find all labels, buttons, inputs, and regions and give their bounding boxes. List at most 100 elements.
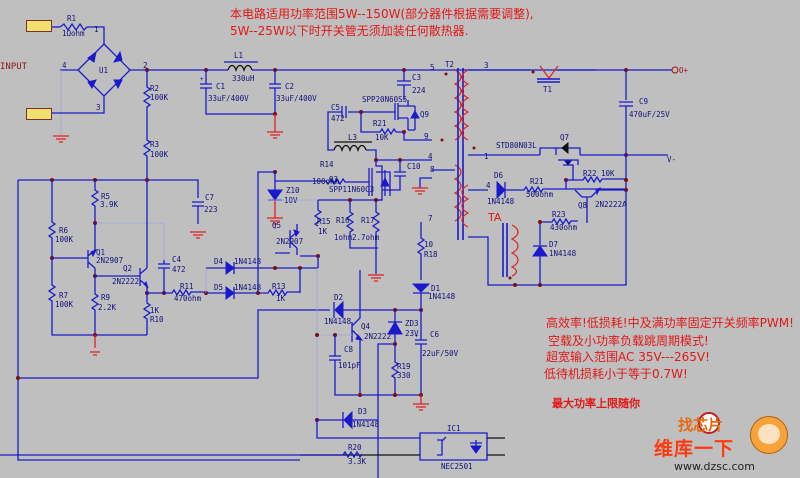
D1-part: 1N4148: [428, 292, 456, 301]
R7-ref: R7: [59, 291, 68, 300]
bridge-pin-4: 4: [62, 61, 67, 70]
R16-ref: R16: [336, 216, 350, 225]
D5-ref: D5: [214, 283, 223, 292]
Q9-ref: Q9: [420, 110, 429, 119]
pin-7: 7: [428, 214, 433, 223]
pin-5: 5: [430, 63, 435, 72]
D2-part: 1N4148: [324, 317, 352, 326]
D7-part: 1N4148: [549, 249, 577, 258]
R3-value: 100K: [150, 150, 169, 159]
D4-ref: D4: [214, 257, 224, 266]
R9-value: 2.2K: [98, 303, 117, 312]
Q7-part: STD80N03L: [496, 141, 537, 150]
R20-value: 3.3K: [348, 457, 367, 466]
svg-text:+: +: [200, 76, 204, 83]
L1-ref: L1: [234, 51, 243, 60]
high-side-switch: C3 224 SPP20N60S5 Q9 R21 10K C5 472 L3 9…: [327, 68, 433, 162]
bridge-diode-4: [113, 79, 123, 90]
Q8-ref: Q8: [578, 201, 588, 210]
ZD3-value: 23V: [405, 329, 419, 338]
L1-value: 330uH: [232, 74, 255, 83]
watermark-line1: 找芯片: [678, 416, 724, 434]
D4-part: 1N4148: [234, 257, 262, 266]
R20-ref: R20: [348, 443, 362, 452]
R15-value: 1K: [318, 227, 328, 236]
R23-ref: R23: [552, 210, 566, 219]
chip-icon: [698, 412, 720, 434]
C7-value: 223: [204, 205, 218, 214]
D1-ref: D1: [431, 284, 440, 293]
R19-ref: R19: [397, 362, 411, 371]
svg-text:+: +: [415, 333, 419, 340]
C4-ref: C4: [172, 255, 182, 264]
R17-ref: R17: [361, 216, 375, 225]
filter-section: L1 330uH + C1 33uF/400V C2 33uF/400V: [200, 51, 596, 139]
Q2-part: 2N2222: [112, 277, 139, 286]
R15-ref: R15: [317, 217, 331, 226]
bridge-pin-3: 3: [96, 103, 101, 112]
R14-value: 100ohm: [312, 177, 340, 186]
L3-ref: L3: [348, 133, 357, 142]
R22-ref: R22: [583, 169, 597, 178]
D6-part: 1N4148: [487, 197, 515, 206]
R13-ref: R13: [272, 282, 286, 291]
ground-symbol: [53, 135, 69, 143]
output-plus-terminal: [671, 66, 679, 74]
D6-ref: D6: [494, 171, 504, 180]
C1-value: 33uF/400V: [208, 94, 249, 103]
bridge-diode-3: [87, 79, 97, 89]
IC1-part: NEC2501: [441, 462, 473, 471]
transformer-T2: T2 5 8 3 1: [412, 60, 540, 240]
input-terminal-top: [26, 20, 52, 32]
R23-value: 430ohm: [550, 223, 578, 232]
Q9-part: SPP20N60S5: [362, 95, 407, 104]
bridge-pin-1: 1: [94, 25, 99, 34]
TA-ref: TA: [487, 211, 502, 224]
C2-value: 33uF/400V: [276, 94, 317, 103]
D7-ref: D7: [549, 240, 558, 249]
R17-value: 2.7ohm: [352, 233, 380, 242]
C7-ref: C7: [205, 193, 214, 202]
low-side-switch: C10 Q3 SPP11N60C3 R14 100ohm Z10 10V R15…: [257, 160, 421, 282]
R2-ref: R2: [150, 84, 159, 93]
watermark-line2: 维库一下: [654, 438, 735, 460]
C2-ref: C2: [285, 82, 294, 91]
R19-value: 330: [397, 371, 411, 380]
pin-1-secondary: 1: [484, 152, 489, 161]
output-minus-label: V-: [667, 155, 676, 164]
C3-ref: C3: [412, 73, 421, 82]
U1-ref: U1: [99, 66, 108, 75]
feedback-section: D2 1N4148 Q4 2N2222 C8 101pF ZD3 23V R19: [16, 214, 459, 478]
pin-3-secondary: 3: [484, 61, 489, 70]
Z10-ref: Z10: [286, 186, 300, 195]
R21-ref: R21: [373, 119, 387, 128]
max-power-note: 最大功率上限随你: [552, 397, 640, 410]
C9-value: 470uF/25V: [629, 110, 670, 119]
output-section: T1 O+ C9 470uF/25V V- Q7 STD80N03L: [468, 65, 689, 287]
header-note-line2: 5W--25W以下时开关管无须加装任何散热器.: [230, 24, 469, 38]
Q8-part: 2N2222A: [595, 200, 627, 209]
watermark-url: www.dzsc.com: [674, 460, 756, 473]
C6-ref: C6: [430, 330, 440, 339]
R14-ref: R14: [320, 160, 334, 169]
C9-ref: C9: [639, 97, 648, 106]
D2-ref: D2: [334, 293, 343, 302]
Q7-ref: Q7: [560, 133, 569, 142]
D5-part: 1N4148: [234, 283, 262, 292]
mascot-face-icon: [758, 424, 780, 444]
R21b-value: 500ohm: [526, 190, 554, 199]
control-section: C7 223 R5 3.9K R6 100K Q1 2N2907 R7 100K: [17, 178, 319, 461]
R9-ref: R9: [101, 293, 110, 302]
watermark-logo: 找芯片 维库一下 www.dzsc.com: [652, 410, 798, 476]
input-terminal-bottom: [26, 108, 52, 120]
feature-note-3: 超宽输入范围AC 35V---265V!: [546, 350, 710, 364]
R2-value: 100K: [150, 93, 169, 102]
pin-9: 9: [424, 132, 429, 141]
C8-value: 101pF: [338, 361, 361, 370]
R1-value: 1Ωohm: [62, 29, 85, 38]
R5-value: 3.9K: [100, 200, 119, 209]
R6-ref: R6: [59, 226, 69, 235]
D3-part: 1N4148: [352, 420, 380, 429]
